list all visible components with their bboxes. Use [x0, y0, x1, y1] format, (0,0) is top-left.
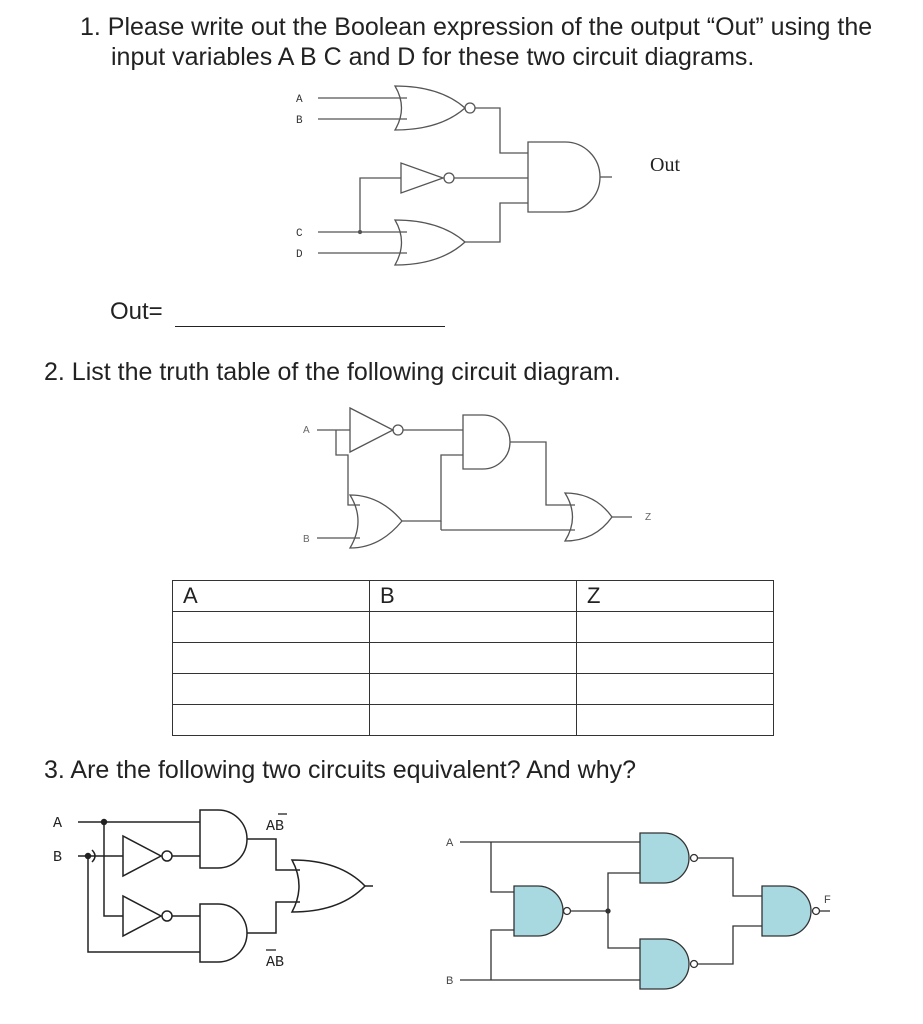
and-gate — [462, 414, 511, 470]
circuit-2-input-a: A — [303, 425, 310, 436]
cell[interactable] — [172, 642, 370, 674]
circuit-1-input-d: D — [296, 249, 303, 261]
circuit-3-left-input-b: B — [53, 849, 62, 866]
question-1-line-1: 1. Please write out the Boolean expressi… — [80, 13, 873, 41]
cell[interactable] — [369, 704, 577, 736]
cell[interactable] — [576, 704, 774, 736]
not-gate — [349, 406, 395, 454]
or-gate — [348, 494, 403, 549]
nor-gate — [393, 85, 466, 131]
circuit-3-left-input-a: A — [53, 815, 62, 832]
cell[interactable] — [172, 704, 370, 736]
and-gate — [527, 141, 601, 213]
header-a: A — [172, 580, 370, 612]
and-gate — [199, 809, 248, 869]
not-gate — [122, 834, 163, 878]
cell[interactable] — [369, 642, 577, 674]
nand-gate — [513, 885, 564, 937]
nand-gate — [639, 938, 690, 990]
table-row — [172, 642, 774, 674]
or-gate — [393, 219, 466, 266]
circuit-2-output-label: Z — [645, 512, 651, 523]
cell[interactable] — [172, 673, 370, 705]
circuit-3-right-input-b: B — [446, 975, 453, 987]
or-gate — [563, 492, 613, 542]
question-3: 3. Are the following two circuits equiva… — [44, 756, 637, 784]
not-gate — [122, 894, 163, 938]
or-gate — [290, 859, 367, 913]
circuit-1-input-a: A — [296, 94, 303, 106]
nand-gate — [639, 832, 690, 884]
truth-table: A B Z — [172, 580, 774, 736]
label-a-and-not-b: AB — [266, 818, 284, 835]
table-row — [172, 704, 774, 736]
question-2: 2. List the truth table of the following… — [44, 358, 621, 386]
question-1: 1. Please write out the Boolean expressi… — [80, 12, 872, 72]
circuit-1-output-label: Out — [650, 154, 680, 176]
cell[interactable] — [369, 673, 577, 705]
circuit-3-right-output-f: F — [824, 894, 831, 906]
circuit-1-input-b: B — [296, 115, 303, 127]
circuit-1-input-c: C — [296, 228, 303, 240]
table-row — [172, 673, 774, 705]
circuit-3-right-input-a: A — [446, 837, 454, 849]
label-not-a-and-b: AB — [266, 954, 284, 971]
question-1-line-2: input variables A B C and D for these tw… — [111, 43, 755, 71]
answer-blank-line[interactable] — [175, 326, 445, 327]
answer-label: Out= — [110, 298, 163, 325]
header-z: Z — [576, 580, 774, 612]
and-gate — [199, 903, 248, 963]
circuit-2-input-b: B — [303, 534, 310, 545]
nand-gate — [761, 885, 812, 937]
not-gate — [400, 162, 445, 194]
